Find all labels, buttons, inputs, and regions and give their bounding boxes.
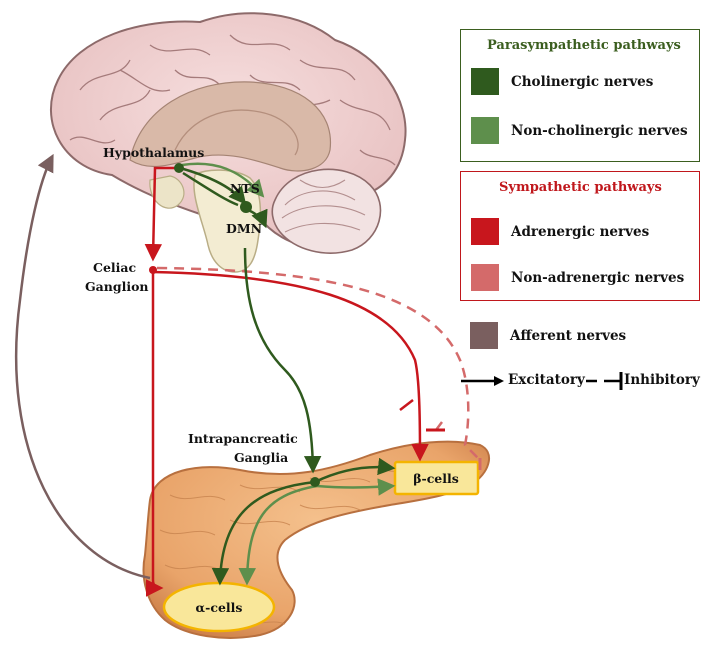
legend-parasympathetic: Parasympathetic pathways Cholinergic ner… [460, 29, 700, 162]
inhibitory-key-symbol [586, 372, 623, 390]
hypothalamus-node [174, 163, 184, 173]
non-cholinergic-swatch [471, 117, 499, 144]
intrapancreatic-label-line1: Intrapancreatic [188, 431, 298, 446]
beta-cells-label: β-cells [413, 471, 459, 486]
afferent-swatch [470, 322, 498, 349]
legend-item-afferent: Afferent nerves [470, 322, 626, 349]
legend-sympathetic: Sympathetic pathways Adrenergic nerves N… [460, 171, 700, 301]
intrapancreatic-ganglia-node [310, 477, 320, 487]
cholinergic-swatch [471, 68, 499, 95]
nts-node [240, 201, 252, 213]
intrapancreatic-label-line2: Ganglia [234, 450, 288, 465]
legend-item-non-cholinergic: Non-cholinergic nerves [471, 117, 688, 144]
celiac-ganglion-node [149, 266, 157, 274]
inhibitory-key-label: Inhibitory [624, 372, 700, 388]
legend-sympathetic-title: Sympathetic pathways [499, 180, 662, 195]
non-adrenergic-pathway [156, 266, 479, 459]
alpha-cells-label: α-cells [196, 600, 243, 615]
brain-illustration [49, 12, 407, 273]
beta-cells-node: β-cells [393, 460, 480, 496]
legend-item-adrenergic: Adrenergic nerves [471, 218, 649, 245]
celiac-label-line1: Celiac [93, 260, 136, 275]
cerebellum [271, 168, 382, 254]
excitatory-key-label: Excitatory [508, 372, 585, 388]
legend-item-non-adrenergic: Non-adrenergic nerves [471, 264, 684, 291]
non-adrenergic-swatch [471, 264, 499, 291]
legend-parasympathetic-title: Parasympathetic pathways [487, 38, 681, 53]
dmn-label: DMN [226, 221, 262, 236]
excitatory-key-arrow [461, 376, 504, 386]
hypothalamus-label: Hypothalamus [103, 145, 204, 160]
celiac-label-line2: Ganglion [85, 279, 149, 294]
cholinergic-pathway [179, 166, 396, 586]
legend-item-cholinergic: Cholinergic nerves [471, 68, 653, 95]
medial-region [129, 81, 332, 172]
adrenergic-pathway [144, 166, 429, 597]
afferent-nerve-path [14, 153, 151, 580]
non-cholinergic-pathway [181, 162, 396, 586]
adrenergic-swatch [471, 218, 499, 245]
nts-label: NTS [230, 181, 260, 196]
alpha-cells-node: α-cells [162, 581, 276, 633]
